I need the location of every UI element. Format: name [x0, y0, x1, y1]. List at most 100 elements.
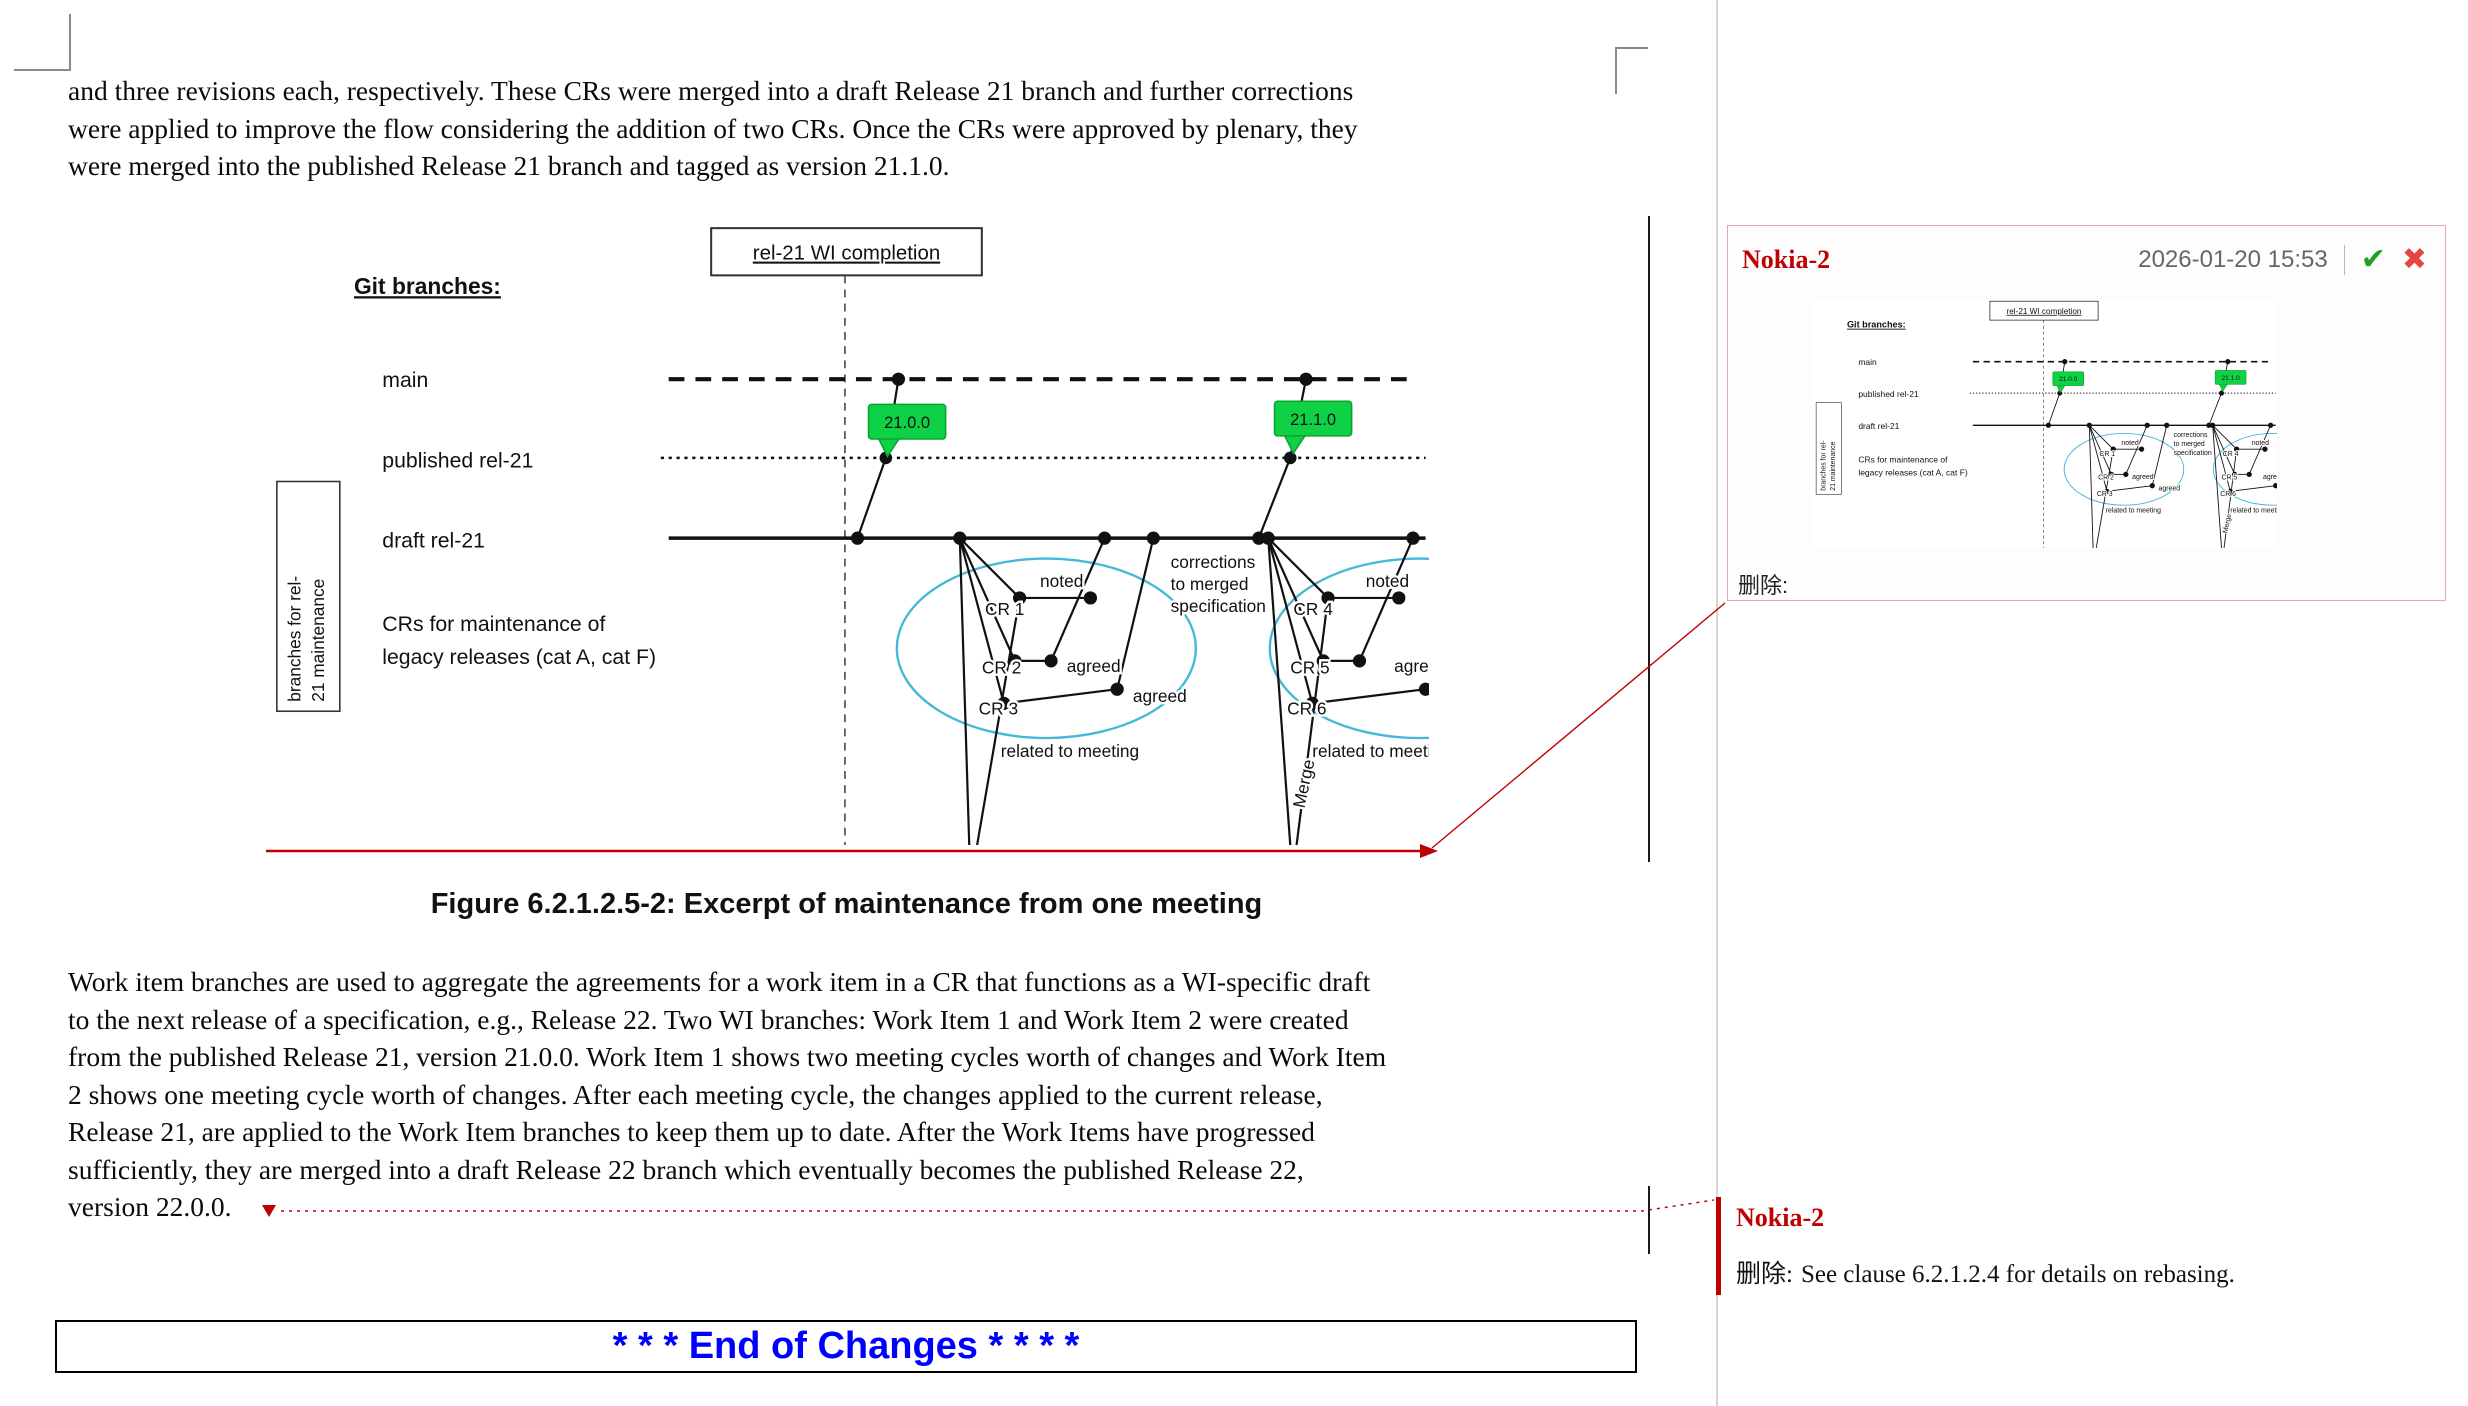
cr3-label: CR 3: [979, 698, 1018, 718]
comment2-deleted-text: See clause 6.2.1.2.4 for details on reba…: [1800, 1261, 2235, 1288]
cr5-label: CR 5: [2222, 474, 2238, 481]
side-label-box: [1815, 402, 1842, 495]
deletion-strike-arrow: [1420, 844, 1438, 858]
side-label-line1: branches for rel-: [284, 576, 304, 702]
accept-change-icon[interactable]: ✔: [2360, 242, 2386, 277]
figure-caption: Figure 6.2.1.2.5-2: Excerpt of maintenan…: [430, 888, 1263, 920]
wi-completion-box: [1989, 300, 2099, 321]
branch-label-draft: draft rel-21: [382, 529, 485, 553]
cr6-label: CR 6: [1287, 698, 1326, 718]
deleted-action-label: 删除:: [1738, 573, 1789, 598]
side-label-line2: 21 maintenance: [1830, 441, 1837, 490]
related-label-2: related to meeting: [1312, 741, 1429, 761]
version-tag-21-1-0: 21.1.0: [1273, 400, 1353, 455]
meeting-ellipse-1: [2063, 432, 2185, 506]
cr-cluster-1: [2088, 424, 2168, 548]
noted-label-2: noted: [1366, 571, 1409, 591]
legend-title: Git branches:: [1847, 320, 1906, 330]
comment2-action-label: 删除:: [1736, 1261, 1793, 1288]
legend-title: Git branches:: [354, 273, 501, 299]
crs-label-line2: legacy releases (cat A, cat F): [382, 645, 656, 669]
git-branches-figure-svg: 21.0.0 21.1.0 rel-21 WI completion Git b…: [276, 227, 1570, 846]
commit-dots: [2045, 359, 2277, 494]
merge-label: Merge: [2222, 513, 2233, 534]
git-branches-figure[interactable]: 21.0.0 21.1.0 rel-21 WI completion Git b…: [264, 225, 1570, 846]
cr4-label: CR 4: [1293, 599, 1333, 619]
merge-label: Merge: [1289, 758, 1319, 810]
paragraph-release21: and three revisions each, respectively. …: [68, 75, 1358, 181]
crs-label-line1: CRs for maintenance of: [1858, 454, 1948, 464]
cr5-label: CR 5: [1290, 657, 1329, 677]
side-label-line2: 21 maintenance: [308, 579, 328, 702]
noted-label-1: noted: [1040, 571, 1083, 591]
cr4-label: CR 4: [2223, 451, 2239, 458]
comment-card-header: Nokia-2 2026-01-20 15:53 ✔ ✖: [1728, 226, 2445, 277]
cr6-label: CR 6: [2220, 491, 2236, 498]
corrections-line2: to merged: [1171, 574, 1249, 594]
corrections-line3: specification: [2174, 450, 2212, 457]
corrections-line3: specification: [1171, 596, 1266, 616]
comment2-author: Nokia-2: [1736, 1203, 1825, 1232]
comment-timestamp: 2026-01-20 15:53: [2138, 245, 2328, 273]
tag-label-1: 21.0.0: [884, 413, 930, 432]
version-tag-21-0-0: 21.0.0: [2052, 371, 2084, 394]
agreed-label-3: agreed: [1394, 656, 1429, 676]
revision-bar: [1716, 1197, 1721, 1295]
agreed-label-2: agreed: [2159, 486, 2181, 493]
version-tag-21-0-0: 21.0.0: [867, 403, 947, 458]
cr2-label: CR 2: [2098, 474, 2114, 481]
agreed-label-1: agreed: [2132, 474, 2154, 481]
merge-to-main-1: [856, 379, 900, 539]
cr3-label: CR 3: [2097, 491, 2113, 498]
meeting-ellipse-2: [2212, 432, 2277, 506]
agreed-label-1: agreed: [1067, 656, 1121, 676]
related-label-2: related to meeting: [2230, 508, 2277, 515]
comment-card-nokia2[interactable]: Nokia-2 2026-01-20 15:53 ✔ ✖: [1727, 225, 2446, 601]
related-label-1: related to meeting: [1001, 741, 1139, 761]
paragraph-work-items: Work item branches are used to aggregate…: [68, 966, 1387, 1222]
comment-connector-line: [1431, 602, 1726, 849]
side-label-line1: branches for rel-: [1821, 440, 1828, 490]
deleted-figure-thumbnail: 21.0.0 21.1.0 rel-21 WI completion Git b…: [1811, 300, 2277, 548]
wi-completion-label: rel-21 WI completion: [2007, 307, 2082, 316]
branch-label-published: published rel-21: [1858, 389, 1919, 399]
noted-label-2: noted: [2252, 440, 2269, 447]
corrections-line1: corrections: [1171, 552, 1256, 572]
cr2-label: CR 2: [982, 657, 1021, 677]
meeting-ellipse-1: [895, 557, 1198, 740]
branch-label-main: main: [1858, 357, 1877, 367]
branch-label-published: published rel-21: [382, 448, 533, 472]
crs-label-line1: CRs for maintenance of: [382, 612, 605, 636]
cr-cluster-2: [1267, 537, 1426, 846]
end-of-changes-box: * * * End of Changes * * * *: [55, 1320, 1637, 1373]
agreed-label-3: agreed: [2263, 474, 2277, 481]
reject-change-icon[interactable]: ✖: [2401, 242, 2427, 277]
end-of-changes-label: * * * End of Changes * * * *: [612, 1325, 1080, 1367]
tag-label-2: 21.1.0: [1290, 410, 1336, 429]
corrections-line2: to merged: [2174, 441, 2205, 448]
commit-dots: [850, 372, 1433, 710]
agreed-label-2: agreed: [1133, 686, 1187, 706]
tag-label-1: 21.0.0: [2059, 376, 2078, 383]
header-separator: [2343, 244, 2345, 275]
merge-to-main-1: [2047, 361, 2066, 426]
cr1-label: CR 1: [2099, 451, 2115, 458]
git-branches-figure-svg: 21.0.0 21.1.0 rel-21 WI completion Git b…: [1815, 300, 2277, 548]
noted-label-1: noted: [2121, 440, 2138, 447]
version-tag-21-1-0: 21.1.0: [2214, 370, 2247, 392]
wi-completion-label: rel-21 WI completion: [753, 242, 940, 265]
tag-label-2: 21.1.0: [2221, 375, 2240, 382]
side-label-box: [276, 480, 341, 713]
branch-label-draft: draft rel-21: [1858, 421, 1899, 431]
review-pane-divider: [1716, 0, 1718, 1406]
comment2-text: 删除: See clause 6.2.1.2.4 for details on r…: [1736, 1254, 2235, 1290]
wi-completion-box: [710, 227, 983, 277]
branch-label-main: main: [382, 368, 428, 392]
corrections-line1: corrections: [2174, 432, 2208, 439]
cr1-label: CR 1: [985, 599, 1024, 619]
corner-mark-top-left: [14, 14, 71, 71]
related-label-1: related to meeting: [2106, 508, 2161, 515]
comment-author: Nokia-2: [1742, 244, 1831, 274]
cr-cluster-2: [2212, 424, 2276, 548]
crs-label-line2: legacy releases (cat A, cat F): [1858, 468, 1968, 478]
